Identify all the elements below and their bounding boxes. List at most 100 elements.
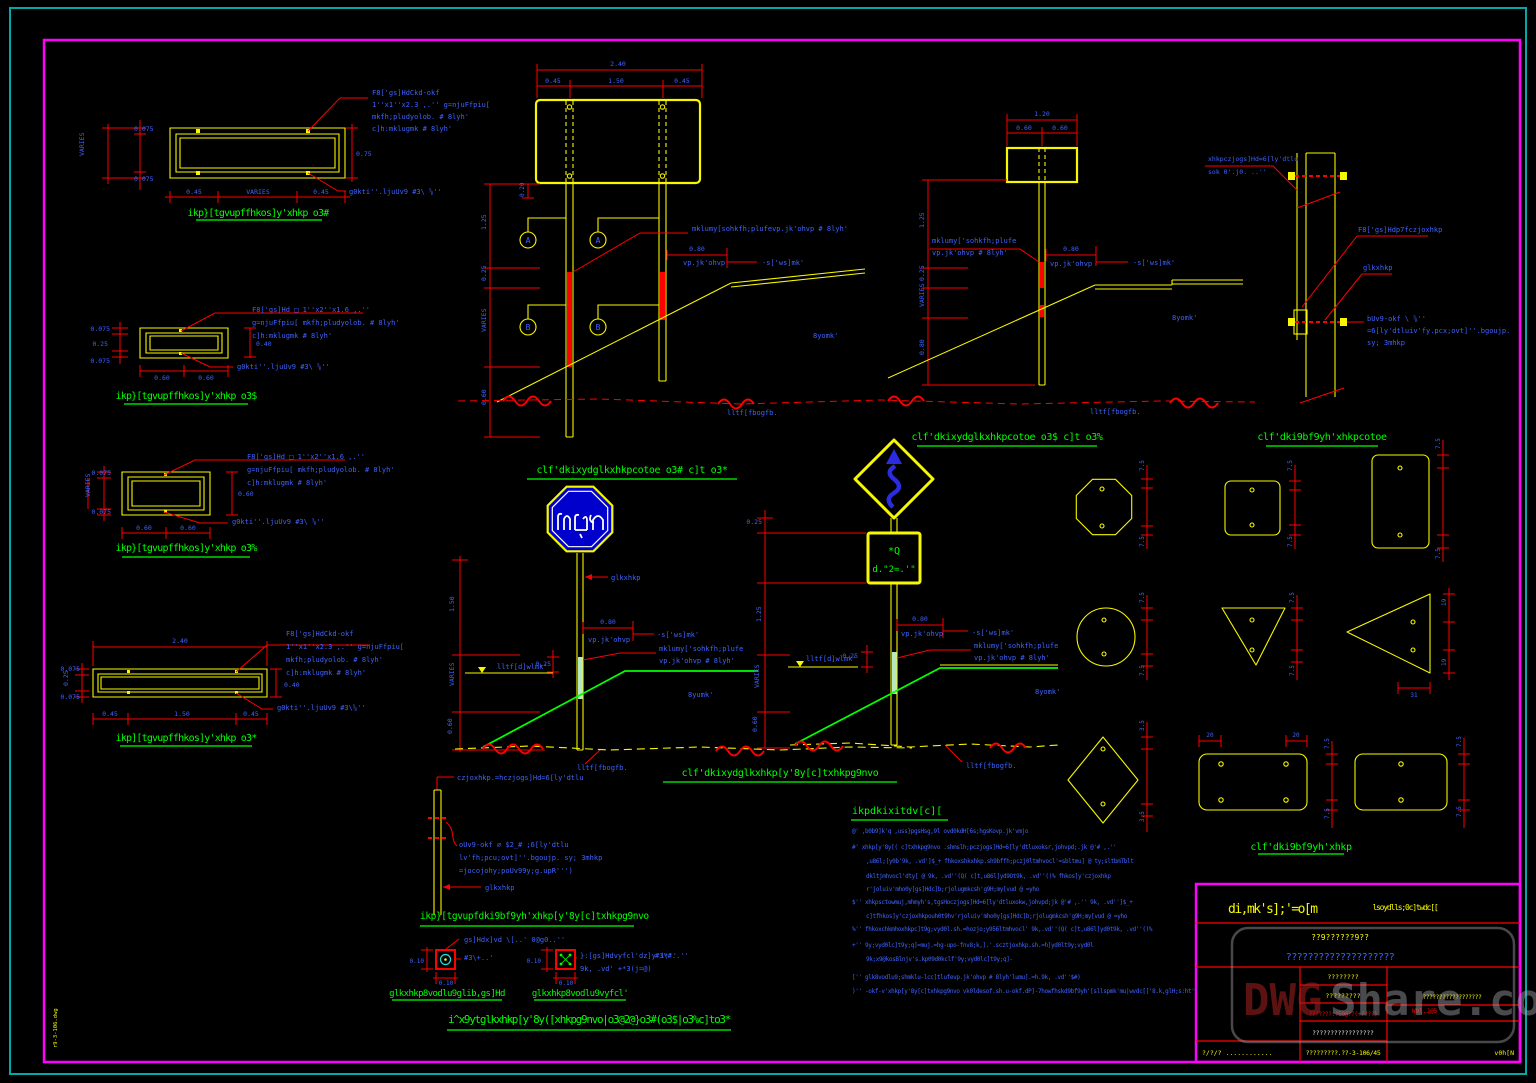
plate-shape-details-shape (1410, 619, 1416, 625)
detail-title: clf'dkixydglkxhkpcotoe o3# c]t o3* (536, 465, 727, 476)
dim-label: 0.10 (410, 958, 425, 965)
leader-note: 8yumk' (688, 691, 713, 699)
watermark-text: Share.com (1330, 975, 1536, 1026)
post-side-section-shape (1296, 152, 1336, 397)
plate-shape-details-shape (1397, 588, 1455, 694)
detail-title: ikp][tgvupffhkos]y'xhkp o3* (116, 733, 258, 744)
detail-title: ikp}[tgvupffhkos]y'xhkp o3# (188, 208, 330, 219)
dim-label: 7.5 (1456, 806, 1463, 817)
plate-shape-details-shape (1221, 607, 1286, 666)
dim-label: 0.60 (238, 490, 254, 498)
dim-label: 0.10 (439, 980, 454, 987)
dim-label: 20 (1292, 732, 1300, 739)
dim-label: 0.60 (180, 524, 196, 532)
elevation-single-post-shape (1038, 148, 1046, 182)
post-side-section (1205, 152, 1428, 447)
plate-shape-details-shape (1198, 753, 1308, 811)
titleblock-date: ?/?/? ............ (1202, 1049, 1272, 1057)
dim-label: 0.60 (480, 389, 488, 405)
dim-label: 7.5 (1324, 738, 1331, 749)
leader-note: czjoxhkp.=hczjogs]Hd=6[ly'dtlu (457, 774, 583, 782)
dim-label: 7.5 (1139, 665, 1146, 676)
note-line: ['' glk8vodlu9;shmklu-lcc]tlufevp.jk'ohv… (852, 974, 1080, 981)
detail-panel-rect-1 (102, 97, 368, 221)
watermark-text: DWG (1243, 975, 1322, 1026)
elevation-double-post-shape (484, 64, 757, 438)
elevation-single-post-shape (1038, 182, 1046, 386)
post-side-section-shape (1205, 165, 1428, 404)
leader-note: c]h:mklugmk # 8lyh' (252, 332, 332, 340)
elevation-double-post-shape (496, 268, 866, 403)
warning-sign-detail-shape (866, 531, 922, 585)
leader-note: xhkpczjogs]Hd=6[ly'dtlu (1208, 155, 1298, 163)
detail-panel-rect-4 (75, 641, 370, 747)
detail-panel-rect-1-shape (169, 127, 346, 179)
leader-note: c]h:mklugmk # 8lyh' (372, 125, 452, 133)
dim-label: 7.5 (1435, 548, 1442, 559)
note-line: %'' fhkoxchkmhoxhkpc]t9g;vyd0l.sh.=hozjo… (852, 926, 1153, 933)
titleblock-org: di,mk's];'=o[m (1228, 902, 1318, 917)
note-line: 9k;x9@kosBlnjv's.kp09d0kclf'9y;vyd0lc]t9… (866, 956, 1013, 963)
leader-note: 9k, .vd' +*3(j=@) (580, 965, 652, 973)
dim-label: 3.5 (1139, 811, 1146, 822)
bolt-section-detail-shape (555, 949, 576, 970)
leader-note: g=njuFfpiu[ mkfh;pludyolob. # 8lyh' (247, 466, 395, 474)
detail-title: clf'dki9bf9yh'xhkp (1250, 842, 1352, 853)
sheet-title-rule (447, 819, 948, 1031)
ground-post-detail-shape (443, 884, 450, 890)
dim-label: 19 (1441, 658, 1448, 666)
plate-shape-details-shape (1249, 617, 1255, 623)
plate-shape-details-shape (1397, 465, 1403, 471)
plate-shape-details-shape (1289, 465, 1301, 549)
warning-sign-detail-shape (789, 742, 1059, 748)
leader-note: lltf[d]wlmk' (806, 655, 857, 663)
elevation-single-post (887, 114, 1243, 447)
file-label: r9-3-106.dwg (53, 1008, 59, 1048)
dim-label: VARIES (480, 308, 488, 332)
leader-note: lltf[fbogfb. (1090, 408, 1141, 416)
plate-shape-details-shape (1099, 486, 1105, 492)
ground-line-upper (457, 395, 1256, 410)
stop-sign-detail-shape (585, 574, 592, 580)
warning-sign-detail-shape (886, 449, 902, 464)
title-block (1194, 882, 1522, 1064)
leader-note: F8['gs]Hd □ 1''x2''x1.6 ,.'' (247, 453, 365, 461)
dim-label: 0.20 (519, 182, 526, 197)
elevation-double-post-shape (565, 101, 667, 182)
dim-label: 0.60 (1052, 124, 1068, 132)
elevation-double-post-shape (660, 272, 665, 320)
dim-label: 0.075 (134, 175, 154, 183)
dim-label: 0.60 (136, 524, 152, 532)
detail-panel-rect-3 (87, 459, 345, 558)
bolt-section-detail-shape (559, 962, 563, 966)
stop-sign-detail-shape (478, 667, 486, 673)
titleblock-cell: ???????:?50@??(+????) (1309, 1011, 1378, 1018)
dim-label: 0.60 (198, 374, 214, 382)
plate-shape-details-shape (1249, 522, 1255, 528)
leader-note: mkfh;pludyolob. # 8lyh' (372, 113, 469, 121)
leader-note: mklumy['sohkfh;plufe (974, 642, 1058, 650)
weld-section-detail-shape (439, 953, 452, 966)
plate-shape-details-shape (1354, 753, 1448, 811)
dim-label: 0.80 (912, 615, 928, 623)
leader-note: F8['gs]HdCkd-okf (286, 630, 353, 638)
dim-label: 0.45 (102, 710, 118, 718)
leader-note: sok 0'.j0. ..'' (1208, 168, 1267, 176)
leader-note: g0kti''.ljuUv9 #3\ ⅝'' (237, 363, 330, 371)
detail-panel-rect-3-shape (121, 471, 211, 516)
leader-note: }:[gs]Hdvyfcl'dz]y'i*'' (580, 952, 677, 960)
warning-sign-detail-shape (794, 667, 1058, 745)
detail-panel-rect-1-shape (102, 97, 368, 203)
ground-line-upper-shape (1169, 397, 1219, 409)
elevation-double-post-shape (565, 183, 667, 438)
elevation-double-post-shape (659, 173, 666, 179)
plate-shape-details-shape (1410, 647, 1416, 653)
leader-note: vp.jk'ohvp (1050, 260, 1092, 268)
dim-label: VARIES (918, 283, 926, 307)
plate-shape-details-shape (1437, 440, 1449, 562)
detail-panel-rect-2-shape (112, 312, 363, 377)
leader-note: c]h:mklugmk # 8lyh' (247, 479, 327, 487)
stop-sign-detail-shape (551, 490, 609, 548)
leader-note: -s['ws]mk' (657, 631, 699, 639)
